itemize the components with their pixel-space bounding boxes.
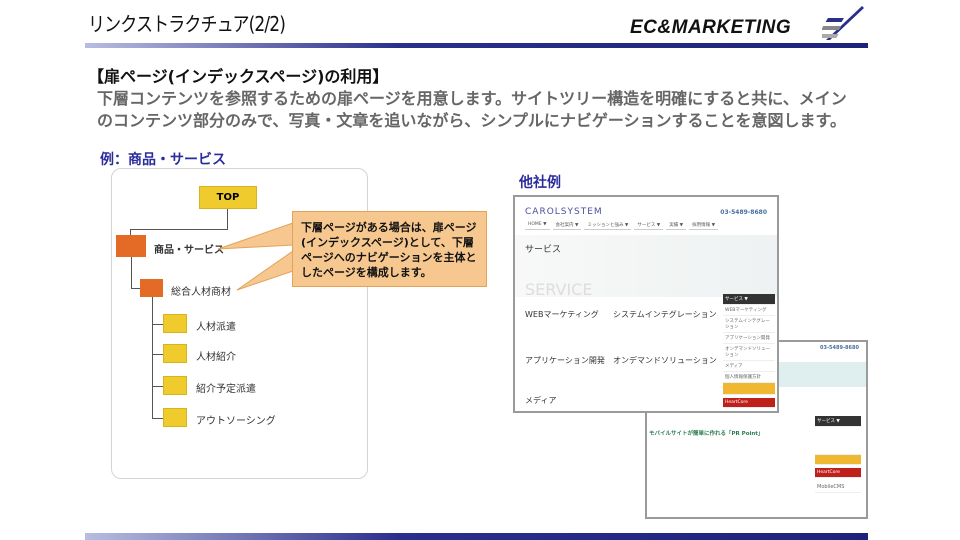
service-item: メディア	[525, 396, 557, 405]
callout-pointer	[217, 222, 294, 291]
banner	[723, 383, 775, 395]
site-nav: HOME ▼ 会社案内 ▼ ミッションと強み ▼ サービス ▼ 実績 ▼ 採用情…	[515, 217, 777, 234]
tree-child-label: 紹介予定派遣	[196, 384, 256, 395]
tree-node-level1-label: 商品・サービス	[154, 245, 224, 256]
connector	[152, 354, 163, 355]
body-line-2: のコンテンツ部分のみで、写真・文章を追いながら、シンプルにナビゲーションすること…	[97, 111, 846, 130]
screenshot-carolsystem-service: CAROLSYSTEM 03-5489-8680 HOME ▼ 会社案内 ▼ ミ…	[513, 195, 779, 413]
banner	[815, 455, 861, 465]
connector	[152, 418, 163, 419]
sidebar-menu: サービス ▼ HeartCore MobileCMS	[815, 416, 861, 493]
body-line-1: 下層コンテンツを参照するための扉ページを用意します。サイトツリー構造を明確にする…	[97, 89, 847, 108]
connector	[130, 229, 228, 230]
sidebar-item: オンデマンドソリューション	[723, 344, 775, 361]
callout-note: 下層ページがある場合は、扉ページ(インデックスページ)として、下層ページへのナビ…	[292, 211, 487, 287]
example-label: 例：商品・サービス	[100, 152, 226, 168]
footer-rule	[85, 533, 868, 540]
connector	[130, 229, 131, 236]
brand-logo: EC&MARKETING	[630, 17, 792, 38]
tree-child-box	[163, 376, 187, 395]
phone-number: 03-5489-8680	[720, 208, 767, 216]
sidebar-item: システムインテグレーション	[723, 316, 775, 333]
heartcore-banner: HeartCore	[815, 468, 861, 478]
service-item: オンデマンドソリューション	[613, 356, 717, 365]
nav-item: 採用情報 ▼	[689, 221, 719, 230]
connector	[227, 209, 228, 230]
nav-item: 会社案内 ▼	[552, 221, 582, 230]
sidebar-item: WEBマーケティング	[723, 305, 775, 316]
connector	[152, 297, 153, 419]
tree-child-label: アウトソーシング	[196, 416, 276, 427]
brand-name: CAROLSYSTEM	[525, 207, 603, 217]
connector	[131, 288, 141, 289]
nav-item: ミッションと強み ▼	[584, 221, 632, 230]
sidebar-title: サービス ▼	[815, 416, 861, 427]
tree-child-label: 人材紹介	[196, 352, 236, 363]
mobilecms-banner: MobileCMS	[815, 482, 861, 493]
heartcore-banner: HeartCore	[723, 398, 775, 408]
nav-item: 実績 ▼	[666, 221, 687, 230]
other-examples-label: 他社例	[519, 175, 561, 191]
tree-child-label: 人材派遣	[196, 322, 236, 333]
tree-child-box	[163, 408, 187, 427]
sidebar-item: 個人情報保護方針	[723, 372, 775, 383]
phone-number: 03-5489-8680	[820, 345, 859, 351]
connector	[152, 324, 163, 325]
hero-image	[515, 235, 777, 297]
nav-item: HOME ▼	[525, 221, 550, 230]
page-title: サービス	[525, 245, 562, 255]
screenshot-carolsystem-pr-point-content: モバイルサイトが簡単に作れる「PR Point」 サービス ▼ HeartCor…	[645, 413, 868, 519]
logo-mark-icon	[822, 6, 864, 40]
tree-child-box	[163, 314, 187, 333]
connector	[152, 386, 163, 387]
sidebar-menu: サービス ▼ WEBマーケティング システムインテグレーション アプリケーション…	[723, 294, 775, 408]
tree-child-box	[163, 344, 187, 363]
headline: モバイルサイトが簡単に作れる「PR Point」	[649, 431, 764, 437]
slide-title: リンクストラクチュア(2/2)	[88, 12, 286, 36]
nav-item: サービス ▼	[634, 221, 664, 230]
service-item: システムインテグレーション	[613, 310, 717, 319]
section-heading: 【扉ページ(インデックスページ)の利用】	[88, 67, 389, 86]
service-item: WEBマーケティング	[525, 310, 599, 319]
sidebar-title: サービス ▼	[723, 294, 775, 305]
hero-text: SERVICE	[525, 280, 593, 299]
tree-node-level1-box	[116, 235, 146, 257]
tree-node-level2-label: 総合人材商材	[171, 287, 231, 298]
sidebar-item: アプリケーション開発	[723, 333, 775, 344]
site-tree-diagram	[111, 168, 368, 479]
tree-node-top: TOP	[199, 186, 257, 209]
connector	[131, 257, 132, 289]
service-item: アプリケーション開発	[525, 356, 605, 365]
header-rule	[85, 43, 868, 48]
sidebar-item: メディア	[723, 361, 775, 372]
tree-node-level2-box	[140, 279, 163, 297]
